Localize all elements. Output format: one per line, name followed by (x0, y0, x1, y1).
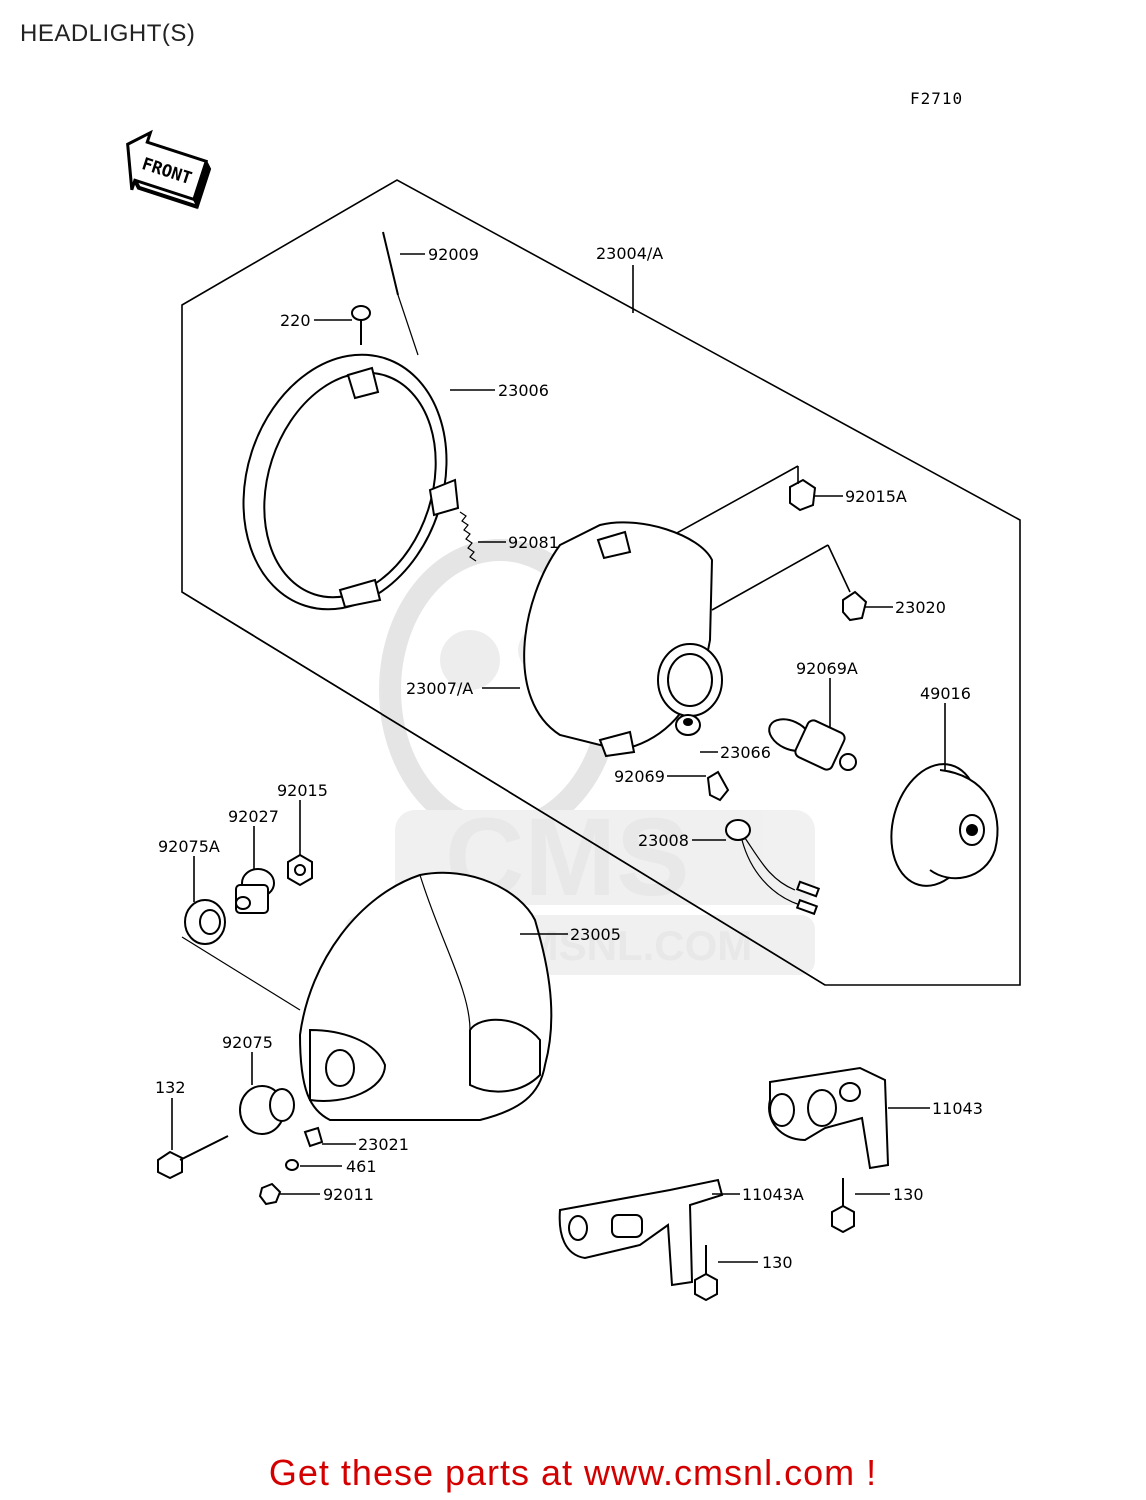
collar-92027 (235, 868, 275, 914)
label-220: 220 (280, 311, 311, 330)
spring-92081 (459, 511, 477, 562)
label-11043A: 11043A (742, 1185, 804, 1204)
label-132: 132 (155, 1078, 186, 1097)
label-92075: 92075 (222, 1033, 273, 1052)
page-title: HEADLIGHT(S) (20, 20, 196, 47)
cover-49016 (890, 763, 999, 887)
screw-220 (351, 305, 371, 345)
label-23020: 23020 (895, 598, 946, 617)
label-23066: 23066 (720, 743, 771, 762)
bolt-130-upper (831, 1178, 855, 1234)
grommet-23066 (675, 714, 701, 736)
bracket-11043A (558, 1178, 724, 1287)
footer-promo[interactable]: Get these parts at www.cmsnl.com ! (268, 1452, 878, 1493)
bolt-132 (157, 1135, 229, 1180)
label-23008: 23008 (638, 831, 689, 850)
front-arrow-icon: FRONT (126, 129, 212, 210)
bracket-11043 (768, 1066, 890, 1170)
label-461: 461 (346, 1157, 377, 1176)
label-23006: 23006 (498, 381, 549, 400)
label-92015: 92015 (277, 781, 328, 800)
bolt-130-lower (694, 1245, 718, 1302)
label-23005: 23005 (570, 925, 621, 944)
rim-23006 (242, 353, 460, 611)
label-92069: 92069 (614, 767, 665, 786)
label-130-upper: 130 (893, 1185, 924, 1204)
label-130-lower: 130 (762, 1253, 793, 1272)
label-23021: 23021 (358, 1135, 409, 1154)
part-461 (285, 1159, 299, 1171)
label-92081: 92081 (508, 533, 559, 552)
label-92011: 92011 (323, 1185, 374, 1204)
bulb-92069A (768, 718, 857, 771)
screw-92011 (258, 1182, 282, 1206)
nut-23020 (842, 590, 868, 622)
bulb-92069 (706, 770, 730, 802)
label-92027: 92027 (228, 807, 279, 826)
label-92075A: 92075A (158, 837, 220, 856)
nut-92015A (789, 478, 817, 512)
label-92015A: 92015A (845, 487, 907, 506)
label-92069A: 92069A (796, 659, 858, 678)
screw-92009 (382, 231, 419, 356)
label-11043: 11043 (932, 1099, 983, 1118)
label-23004A: 23004/A (596, 244, 663, 263)
clip-23021 (303, 1126, 324, 1148)
housing-23007A (523, 521, 723, 758)
label-23007A: 23007/A (406, 679, 473, 698)
grommet-92075 (239, 1085, 295, 1135)
label-49016: 49016 (920, 684, 971, 703)
label-92009: 92009 (428, 245, 479, 264)
bracket-shell-23005 (181, 871, 553, 1121)
nut-92015 (287, 853, 313, 887)
figure-code: F2710 (910, 89, 963, 108)
ring-92075A (184, 899, 226, 945)
socket-23008 (725, 819, 821, 916)
